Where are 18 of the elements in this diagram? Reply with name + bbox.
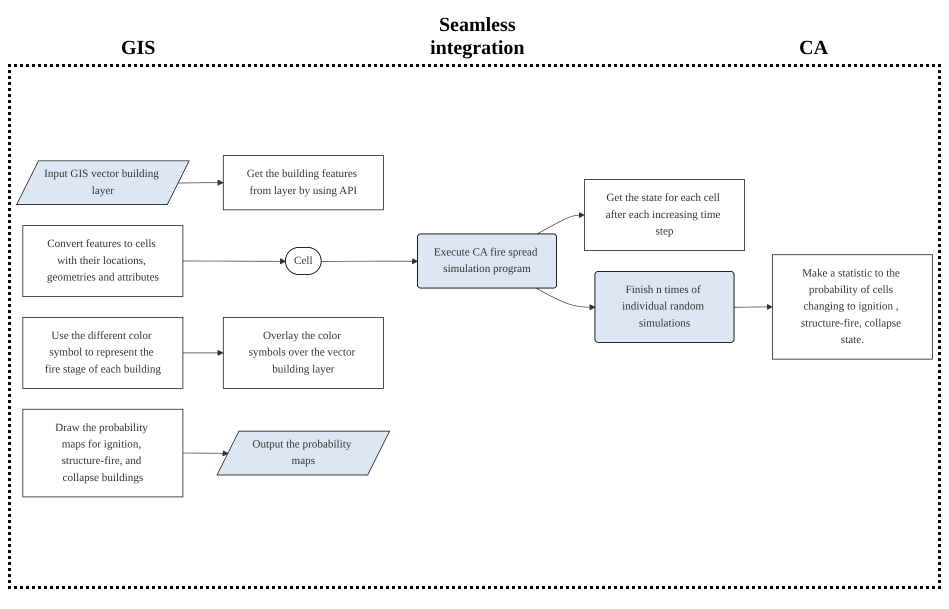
node-box: Get the state for each cell after each increasing time step [584, 179, 745, 252]
arrow [182, 450, 229, 457]
column-heading: GIS [120, 37, 156, 60]
arrow [178, 180, 224, 186]
node-box: Get the building features from layer by using API [222, 155, 384, 210]
column-heading: CA [799, 37, 828, 60]
arrow [321, 258, 418, 265]
arrow [734, 304, 773, 310]
node-box: Make a statistic to the probability of cells changing to ignition , structure-fire, collapse state. [772, 254, 933, 360]
arrow [182, 258, 286, 265]
arrow [536, 212, 585, 235]
node-box: Draw the probability maps for ignition, structure-fire, and collapse buildings [22, 409, 184, 498]
node-box: Convert features to cells with their locations, geometries and attributes [22, 225, 184, 298]
arrow [536, 288, 596, 310]
node-box: Use the different color symbol to represent the fire stage of each building [22, 317, 184, 389]
column-heading: Seamless integration [429, 14, 526, 60]
node-box: Overlay the color symbols over the vector building layer [222, 317, 384, 389]
arrow [182, 350, 224, 356]
